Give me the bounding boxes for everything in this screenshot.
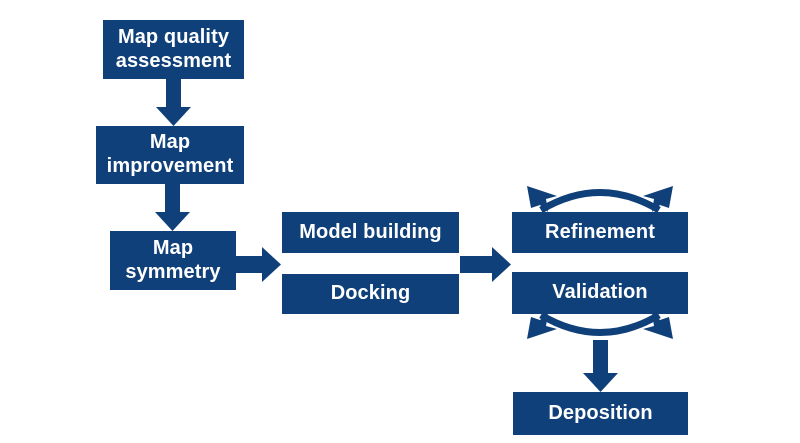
node-map-symmetry: Map symmetry: [110, 231, 236, 290]
arrow-cycle-to-deposition: [583, 340, 618, 392]
node-map-quality-assessment: Map quality assessment: [103, 20, 244, 79]
node-model-building: Model building: [282, 212, 459, 253]
arrow-assessment-to-improvement: [156, 79, 191, 126]
node-validation: Validation: [512, 272, 688, 314]
node-map-improvement: Map improvement: [96, 126, 244, 184]
node-docking: Docking: [282, 274, 459, 314]
arc-cycle-bottom: [527, 311, 673, 339]
arrow-symmetry-to-building: [236, 247, 281, 282]
node-deposition: Deposition: [513, 392, 688, 435]
node-refinement: Refinement: [512, 212, 688, 253]
arc-cycle-top: [527, 186, 673, 214]
arrow-building-to-cycle: [460, 247, 511, 282]
arrow-improvement-to-symmetry: [155, 184, 190, 231]
